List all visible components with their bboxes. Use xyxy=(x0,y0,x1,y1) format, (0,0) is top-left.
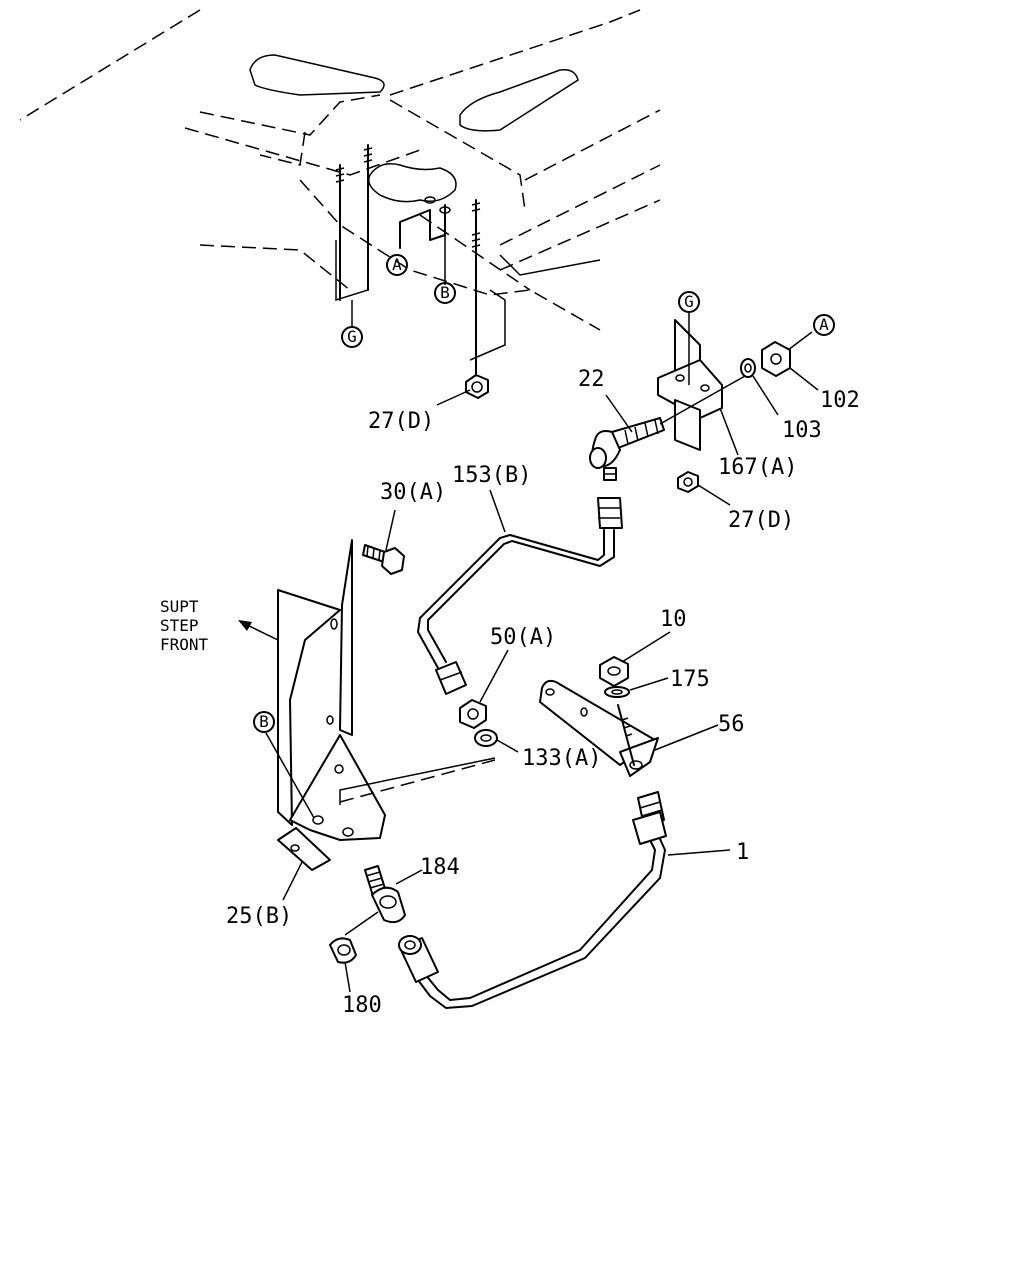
callout-184: 184 xyxy=(420,855,460,880)
ref-g-top: G xyxy=(341,300,363,348)
svg-text:G: G xyxy=(347,327,357,346)
ref-b-top: B xyxy=(434,282,456,304)
plug-180 xyxy=(329,937,357,964)
callout-50a: 50(A) xyxy=(490,625,556,650)
washer-103 xyxy=(740,358,756,378)
callout-27d-right: 27(D) xyxy=(728,508,794,533)
fitting-184 xyxy=(344,865,406,936)
pipe-153b xyxy=(417,497,623,695)
nut-102 xyxy=(761,331,813,377)
callout-56: 56 xyxy=(718,712,745,737)
callout-10: 10 xyxy=(660,607,687,632)
washer-133a xyxy=(474,729,498,747)
callout-175: 175 xyxy=(670,667,710,692)
washer-175 xyxy=(604,686,630,698)
svg-text:A: A xyxy=(392,255,402,274)
nut-50a xyxy=(459,699,487,729)
callout-22: 22 xyxy=(578,367,605,392)
svg-text:B: B xyxy=(259,712,269,731)
bolt-30a xyxy=(362,544,405,575)
callout-153b: 153(B) xyxy=(452,463,531,488)
callout-25b: 25(B) xyxy=(226,904,292,929)
ref-a-top: A xyxy=(386,254,408,276)
bracket-56 xyxy=(539,679,659,777)
callout-27d-top: 27(D) xyxy=(368,409,434,434)
svg-text:STEP: STEP xyxy=(160,616,199,635)
callout-30a: 30(A) xyxy=(380,480,446,505)
callout-133a: 133(A) xyxy=(522,746,601,771)
ref-b-left: B xyxy=(253,711,315,819)
svg-text:FRONT: FRONT xyxy=(160,635,209,654)
callout-103: 103 xyxy=(782,418,822,443)
callout-1: 1 xyxy=(736,840,749,865)
ref-g-right: G xyxy=(678,291,700,313)
direction-note: SUPT STEP FRONT xyxy=(160,597,279,654)
callout-167a: 167(A) xyxy=(718,455,797,480)
callout-180: 180 xyxy=(342,993,382,1018)
nut-10 xyxy=(599,656,629,687)
pipe-1 xyxy=(398,791,667,1009)
ref-a-right: A xyxy=(813,314,835,336)
bracket-25b xyxy=(277,539,496,871)
callout-labels: 27(D) 22 102 103 167(A) 27(D) 153(B) 30(… xyxy=(226,367,860,1018)
top-bracket xyxy=(399,196,451,285)
frame-outline xyxy=(19,9,661,361)
nut-27d-right xyxy=(677,471,699,493)
svg-text:G: G xyxy=(684,292,694,311)
callout-102: 102 xyxy=(820,388,860,413)
studs-group xyxy=(335,144,481,381)
svg-text:SUPT: SUPT xyxy=(160,597,199,616)
svg-text:A: A xyxy=(819,315,829,334)
leader-lines xyxy=(282,367,819,993)
union-22 xyxy=(589,375,746,481)
bracket-167a xyxy=(657,312,723,451)
svg-text:B: B xyxy=(440,283,450,302)
nut-27d-top xyxy=(465,374,489,399)
